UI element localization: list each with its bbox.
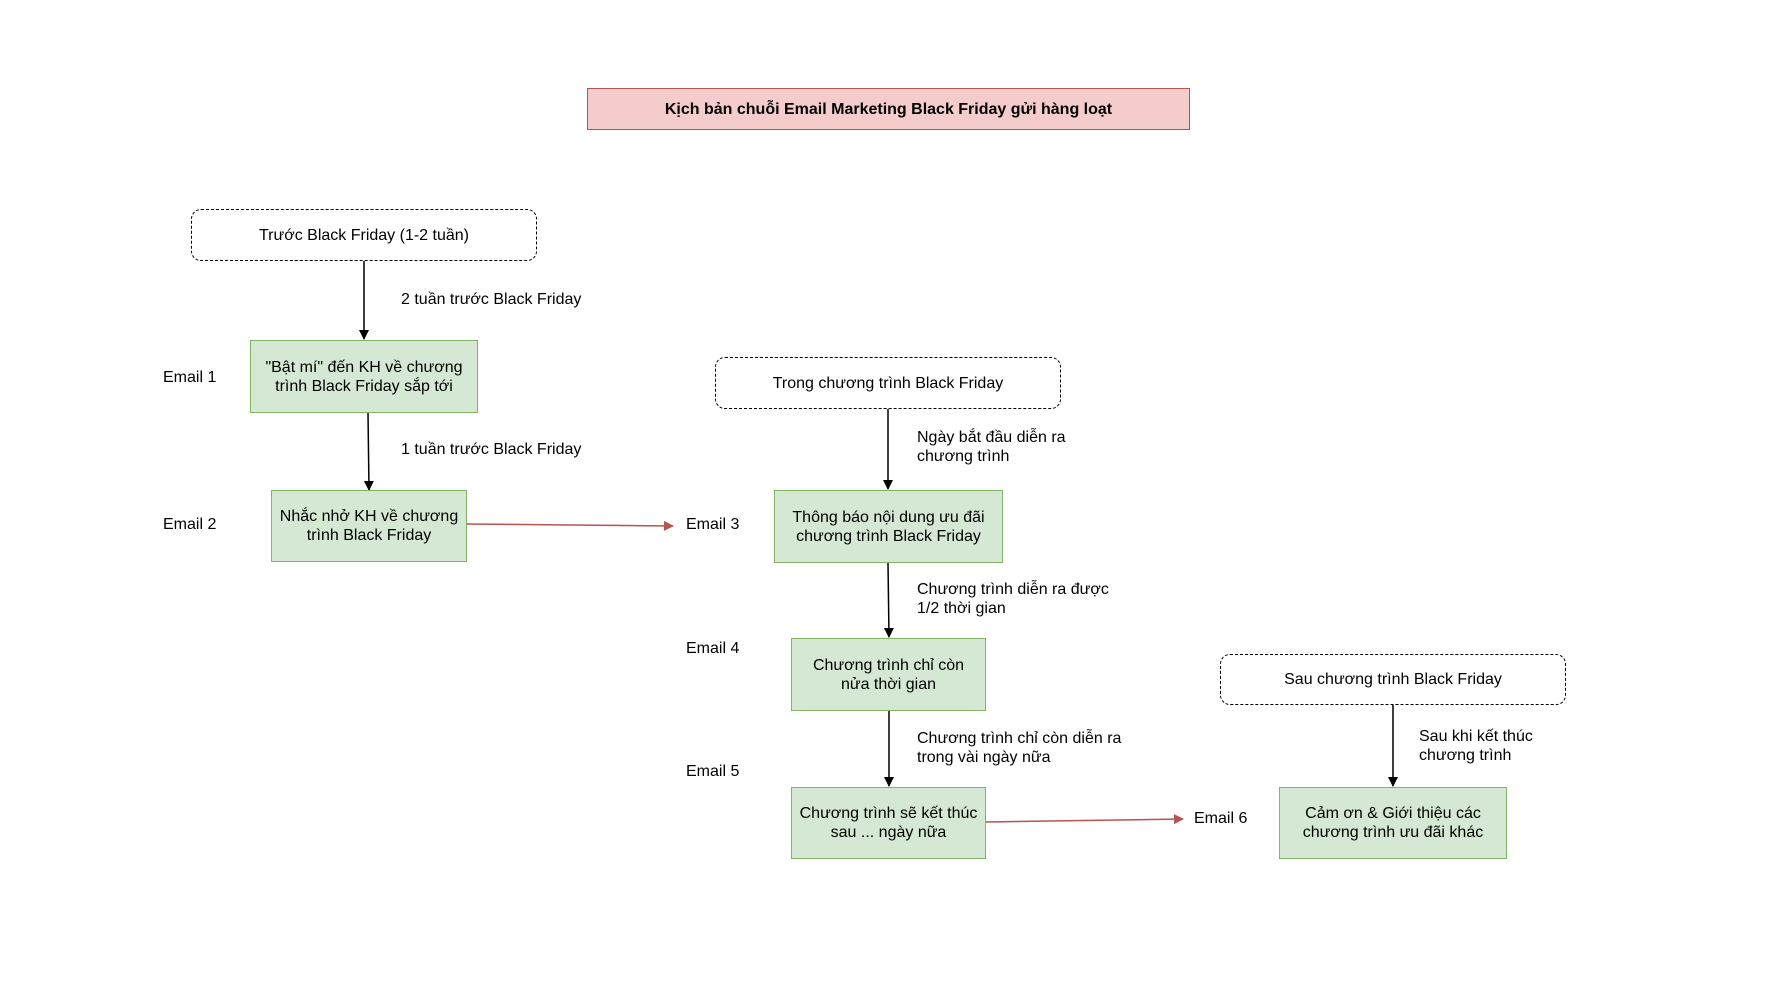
email-3-box: Thông báo nội dung ưu đãi chương trình B…: [774, 490, 1003, 563]
edge-label-1-week-before: 1 tuần trước Black Friday: [401, 441, 582, 458]
arrow-email5-to-email6: [985, 814, 1184, 825]
email-4-label: Email 4: [686, 640, 740, 657]
edge-label-2-weeks-before: 2 tuần trước Black Friday: [401, 291, 582, 308]
email-6-box: Cảm ơn & Giới thiệu các chương trình ưu …: [1279, 787, 1507, 859]
edge-label-few-days-left: Chương trình chỉ còn diễn ra trong vài n…: [917, 730, 1122, 766]
edge-label-half-time: Chương trình diễn ra được 1/2 thời gian: [917, 581, 1109, 617]
arrow-email3-to-email4: [883, 562, 894, 638]
diagram-title: Kịch bản chuỗi Email Marketing Black Fri…: [587, 88, 1190, 130]
arrow-email1-to-email2: [363, 412, 374, 491]
email-2-box: Nhắc nhở KH về chương trình Black Friday: [271, 490, 467, 562]
arrow-email2-to-email3: [466, 520, 674, 531]
email-5-box: Chương trình sẽ kết thúc sau ... ngày nữ…: [791, 787, 986, 859]
email-4-box: Chương trình chỉ còn nửa thời gian: [791, 638, 986, 711]
email-1-box: "Bật mí" đến KH về chương trình Black Fr…: [250, 340, 478, 413]
email-6-label: Email 6: [1194, 810, 1248, 827]
phase-after-black-friday: Sau chương trình Black Friday: [1220, 654, 1566, 705]
phase-before-black-friday: Trước Black Friday (1-2 tuần): [191, 209, 537, 261]
edge-label-start-day: Ngày bắt đầu diễn ra chương trình: [917, 429, 1066, 465]
email-2-label: Email 2: [163, 516, 217, 533]
email-1-label: Email 1: [163, 369, 217, 386]
phase-during-black-friday: Trong chương trình Black Friday: [715, 357, 1061, 409]
email-5-label: Email 5: [686, 763, 740, 780]
email-3-label: Email 3: [686, 516, 740, 533]
edge-label-after-end: Sau khi kết thúc chương trình: [1419, 728, 1533, 764]
